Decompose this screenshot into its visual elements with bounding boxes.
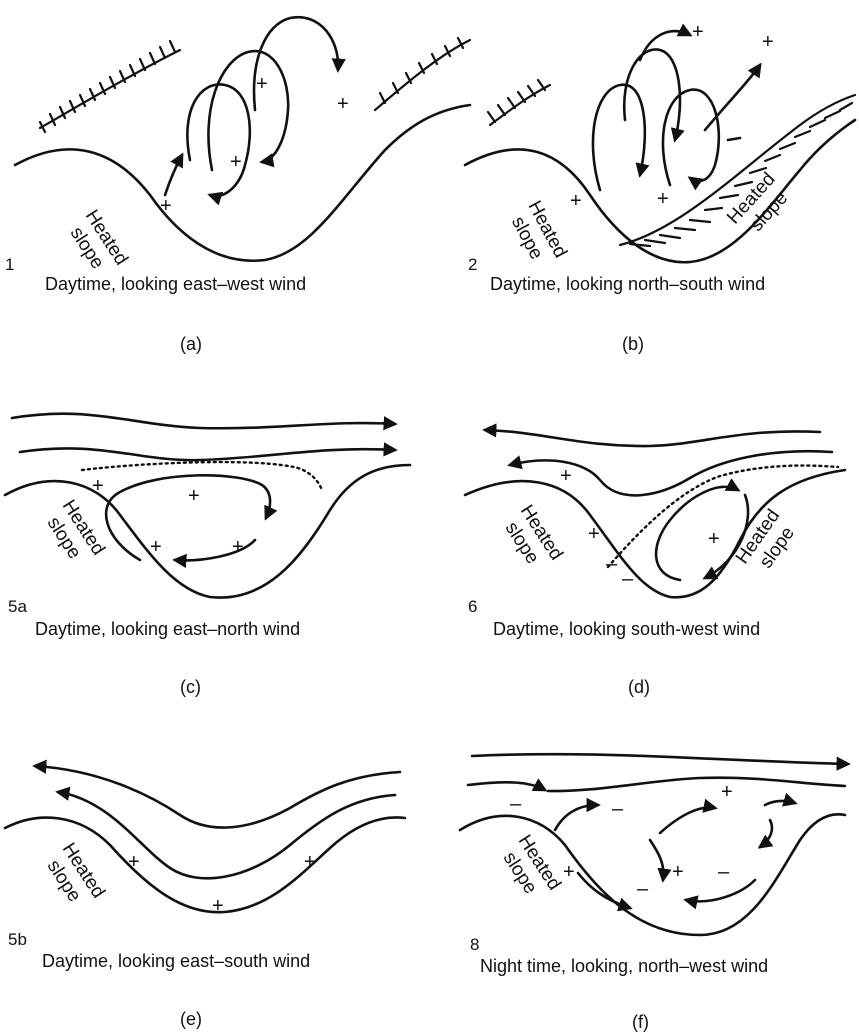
upper-wind-arrow (12, 414, 395, 429)
minus-sign: – (606, 553, 618, 575)
plus-sign: + (762, 31, 774, 53)
panel-label: (d) (628, 677, 650, 697)
eddy-loop-1 (593, 85, 645, 190)
plus-sign: + (560, 465, 572, 487)
panel-label: (c) (180, 677, 201, 697)
plus-sign: + (337, 93, 349, 115)
plus-sign: + (588, 523, 600, 545)
plus-sign: + (563, 861, 575, 883)
plus-sign: + (150, 536, 162, 558)
eddy-loop-3 (663, 90, 719, 185)
plus-sign: + (92, 475, 104, 497)
panel-b: + + + + Heated slope Heated slope 2 Dayt… (465, 21, 855, 354)
middle-wind-arrow (20, 448, 395, 460)
plus-sign: + (304, 851, 316, 873)
panel-f: – – – – + + + Heated slope 8 Night time,… (460, 754, 848, 1032)
eddy-arrow (765, 801, 795, 805)
eddy-loop-3 (254, 17, 338, 110)
panel-d: + + + – – Heated slope Heated slope 6 Da… (465, 430, 845, 697)
panel-caption: Daytime, looking north–south wind (490, 274, 765, 294)
eddy-arrow (660, 807, 715, 833)
eddy-arrow (555, 805, 598, 830)
slope-label-right: Heated slope (732, 506, 802, 581)
ridge-hatching-left (40, 41, 180, 132)
ridge-hatching-right (375, 38, 470, 110)
plus-sign: + (188, 485, 200, 507)
panel-caption: Night time, looking, north–west wind (480, 956, 768, 976)
upper-wind-arrow (485, 430, 820, 446)
plus-sign: + (128, 851, 140, 873)
slope-label: Heated slope (62, 206, 131, 281)
plus-sign: + (212, 895, 224, 917)
eddy-arrow (650, 840, 663, 880)
panel-number: 6 (468, 597, 477, 616)
plus-sign: + (160, 195, 172, 217)
eddy-loop-4 (640, 31, 690, 60)
dash (728, 138, 740, 140)
upper-wind-arrow (35, 766, 400, 828)
panel-label: (b) (622, 334, 644, 354)
panel-label: (e) (180, 1009, 202, 1029)
panel-number: 1 (5, 255, 14, 274)
panel-caption: Daytime, looking south-west wind (493, 619, 760, 639)
plus-sign: + (256, 73, 268, 95)
middle-wind-arrow (468, 782, 545, 790)
slope-label: Heated slope (39, 839, 108, 914)
wind-arrow-up-right-slope (705, 65, 760, 130)
plus-sign: + (692, 21, 704, 43)
panel-a: + + + + Heated slope 1 Daytime, looking … (5, 17, 470, 354)
panel-caption: Daytime, looking east–south wind (42, 951, 310, 971)
minus-sign: – (622, 568, 634, 590)
slope-label-right: Heated slope (723, 169, 796, 243)
slope-label: Heated slope (504, 197, 571, 271)
minus-sign: – (718, 861, 730, 883)
eddy-loop-2 (624, 49, 680, 140)
eddy-arrow (686, 880, 755, 901)
panel-label: (a) (180, 334, 202, 354)
plus-sign: + (232, 536, 244, 558)
slope-label: Heated slope (39, 496, 108, 571)
eddy-loop-1 (187, 84, 249, 196)
panel-number: 8 (470, 935, 479, 954)
panel-caption: Daytime, looking east–north wind (35, 619, 300, 639)
ridge-hatching-left (488, 80, 550, 125)
minus-sign: – (612, 798, 624, 820)
eddy-arrow (760, 820, 772, 847)
slope-label: Heated slope (495, 831, 564, 906)
panel-label: (f) (632, 1012, 649, 1032)
panel-c: + + + + Heated slope 5a Daytime, looking… (5, 414, 410, 697)
plus-sign: + (672, 861, 684, 883)
slope-label: Heated slope (497, 501, 566, 576)
panel-caption: Daytime, looking east–west wind (45, 274, 306, 294)
panel-e: + + + Heated slope 5b Daytime, looking e… (5, 766, 405, 1029)
plus-sign: + (708, 528, 720, 550)
minus-sign: – (510, 793, 522, 815)
panel-number: 5a (8, 597, 27, 616)
plus-sign: + (570, 190, 582, 212)
panel-number: 5b (8, 930, 27, 949)
upper-wind-arrow (472, 754, 848, 764)
plus-sign: + (721, 781, 733, 803)
plus-sign: + (230, 151, 242, 173)
wind-arrow-up-slope (165, 155, 182, 195)
plus-sign: + (657, 188, 669, 210)
minus-sign: – (637, 878, 649, 900)
panel-number: 2 (468, 255, 477, 274)
middle-wind-line (548, 778, 845, 791)
